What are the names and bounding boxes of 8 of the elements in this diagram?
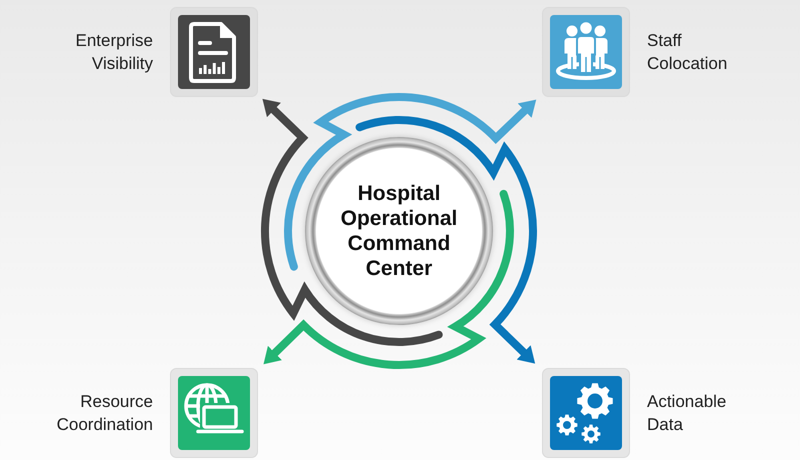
hub-circle — [305, 137, 493, 325]
hub-title: Hospital Operational Command Center — [340, 181, 458, 281]
feature-label: Staff Colocation — [647, 30, 728, 75]
feature-label: Actionable Data — [647, 391, 728, 436]
feature-label: Resource Coordination — [56, 391, 153, 436]
curved-arrow — [261, 98, 443, 346]
curved-arrow — [356, 116, 537, 364]
feature-label: Enterprise Visibility — [74, 30, 153, 75]
